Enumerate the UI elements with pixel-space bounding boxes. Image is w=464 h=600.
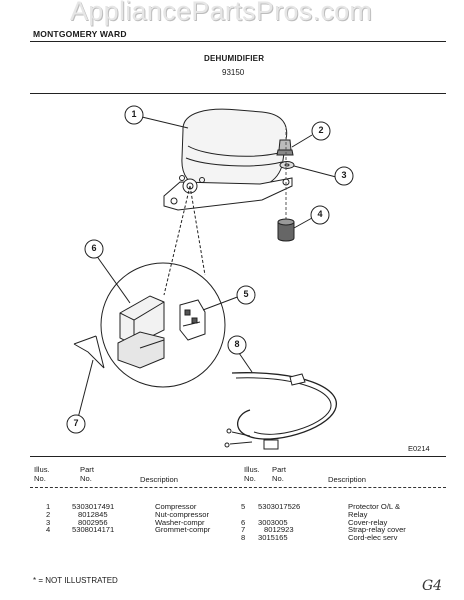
table-cell: Nut-compressor [155,509,210,519]
table-cell: Cord-elec serv [348,533,398,543]
part-label: Part [272,465,286,474]
table-cell: 3 [46,517,51,527]
left-part-column: 5303017491 8012845 8002956 5308014171 [72,503,114,534]
model-number: 93150 [222,68,245,77]
right-description-column: Protector O/L & Relay Cover-relay Strap-… [348,503,406,542]
part-no-label: No. [80,473,92,483]
callout-label-3: 3 [341,170,347,180]
part-label: Part [80,465,94,474]
illus-no-label: No. [34,473,46,483]
right-illus-column: 5 6 7 8 [241,503,245,542]
header-description-left: Description [140,474,178,484]
header-part-right: Part No. [272,465,286,483]
callout-label-8: 8 [234,339,240,349]
table-cell: 8002956 [78,517,108,527]
illus-label: Illus. [244,465,260,474]
callout-label-5: 5 [243,289,249,299]
table-cell: Grommet-compr [155,525,211,535]
table-cell: Washer-compr [155,517,205,527]
washer-part [279,161,295,169]
table-top-rule [30,456,446,457]
header-description-right: Description [328,474,366,484]
illus-no-label: No. [244,473,256,483]
left-description-column: Compressor Nut-compressor Washer-compr G… [155,503,210,534]
left-illus-column: 1 2 3 4 [46,503,50,534]
callout-6 [84,239,104,259]
power-cord-part [224,372,338,450]
table-cell: 7 [241,525,246,535]
callout-8 [227,335,247,355]
table-cell: 8012923 [264,525,294,535]
callout-1 [124,105,144,125]
table-cell: 2 [46,509,51,519]
diagram-top-rule [30,93,446,94]
page-mark: G4 [422,578,443,594]
detail-circle [100,262,226,388]
table-cell: 8012845 [78,509,108,519]
table-header-rule [30,487,446,488]
table-cell: 5303017491 [72,502,115,511]
table-cell: Strap-relay cover [348,525,406,535]
grommet-part [277,218,295,242]
table-cell: 3003005 [258,517,288,527]
protector-relay-part [179,299,206,341]
table-cell: Compressor [155,502,197,511]
header-rule [30,41,446,42]
callout-label-1: 1 [131,109,137,119]
table-cell: Protector O/L & [348,502,401,511]
table-cell: 1 [46,502,51,511]
callout-2 [311,121,331,141]
header-illus-left: Illus. No. [34,465,50,483]
footnote: * = NOT ILLUSTRATED [33,576,118,585]
callout-label-6: 6 [91,243,97,253]
table-cell: Relay [348,509,368,519]
strap-part [73,335,105,369]
callout-label-7: 7 [73,418,79,428]
callout-label-4: 4 [317,209,323,219]
illus-label: Illus. [34,465,50,474]
callout-5 [236,285,256,305]
header-illus-right: Illus. No. [244,465,260,483]
callout-7 [66,414,86,434]
callout-3 [334,166,354,186]
table-cell: 8 [241,533,246,543]
diagram-code: E0214 [408,444,430,453]
relay-cover-part [117,295,165,369]
compressor-part [163,108,293,211]
table-cell: 5308014171 [72,525,115,535]
watermark: AppliancePartsPros.com [70,0,373,26]
table-cell: Cover-relay [348,517,388,527]
callout-4 [310,205,330,225]
table-cell: 3015165 [258,533,288,543]
nut-part [276,139,294,156]
table-cell: 5 [241,502,246,511]
page-title: DEHUMIDIFIER [204,54,265,63]
header-part-left: Part No. [80,465,94,483]
table-cell: 6 [241,517,246,527]
brand-line: MONTGOMERY WARD [33,29,127,39]
right-part-column: 5303017526 3003005 8012923 3015165 [258,503,300,542]
table-cell: 5303017526 [258,502,301,511]
callout-label-2: 2 [318,125,324,135]
table-cell: 4 [46,525,51,535]
part-no-label: No. [272,473,284,483]
